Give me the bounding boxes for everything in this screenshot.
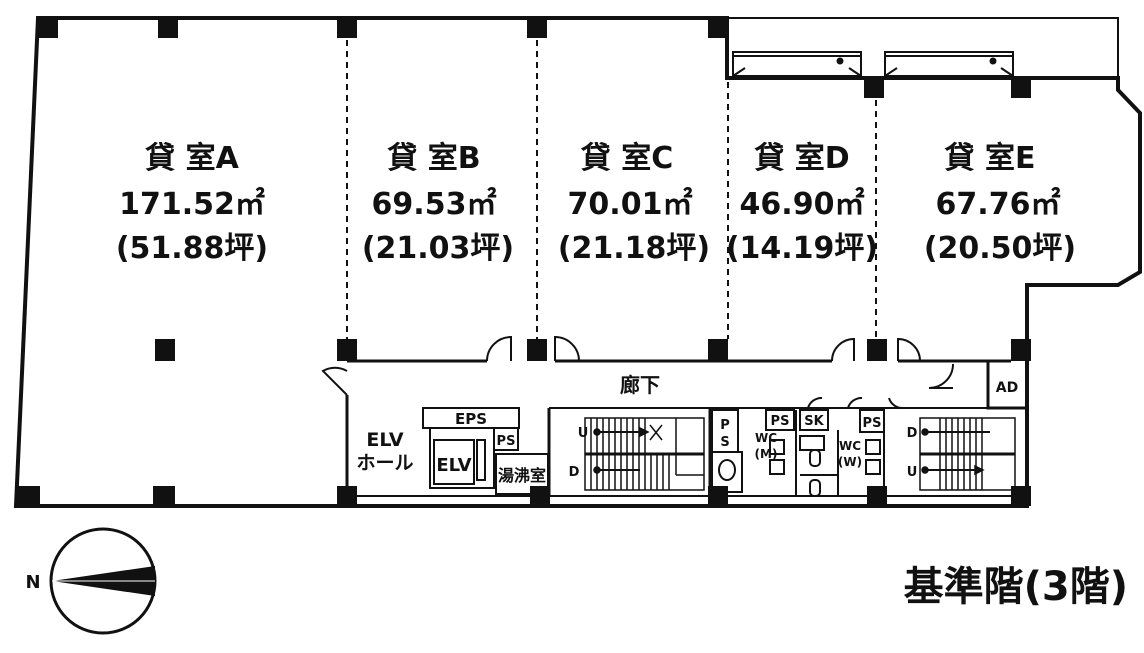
room-a-area: 171.52㎡ <box>119 187 265 222</box>
elv-hall-label-1: ELV <box>366 429 403 451</box>
stair-left-down: D <box>569 465 580 480</box>
eps-label: EPS <box>455 410 487 428</box>
room-b-tsubo: (21.03坪) <box>362 231 514 266</box>
floor-title: 基準階(3階) <box>904 564 1128 610</box>
room-e-area: 67.76㎡ <box>936 187 1061 222</box>
stair-right-down: D <box>907 426 918 441</box>
corridor-walls <box>14 17 1027 507</box>
stair-left <box>584 417 705 491</box>
sk-label: SK <box>804 414 824 429</box>
restroom-block <box>711 409 885 497</box>
room-d-tsubo: (14.19坪) <box>726 231 878 266</box>
wc-m-sub: (M) <box>755 447 778 461</box>
wc-w-label: WC <box>839 439 861 453</box>
room-b-area: 69.53㎡ <box>372 187 497 222</box>
room-d-label: 貸 室D 46.90㎡ (14.19坪) <box>726 141 878 266</box>
elv-hall-label-2: ホール <box>356 452 413 474</box>
room-b-label: 貸 室B 69.53㎡ (21.03坪) <box>362 141 514 266</box>
corridor-label: 廊下 <box>620 373 660 397</box>
elv-label: ELV <box>436 455 471 476</box>
elevator-core <box>422 407 549 495</box>
compass-north-label: N <box>25 572 40 593</box>
room-c-tsubo: (21.18坪) <box>558 231 710 266</box>
ps-label-wc: PS <box>771 414 790 429</box>
ps-label-right: PS <box>863 416 882 431</box>
structural-columns <box>18 18 1031 506</box>
room-a-name: 貸 室A <box>145 141 239 176</box>
room-a-tsubo: (51.88坪) <box>116 231 268 266</box>
room-partitions <box>346 40 877 339</box>
wc-w-sub: (W) <box>838 455 862 469</box>
compass <box>49 527 157 635</box>
kitchen-label: 湯沸室 <box>498 466 546 485</box>
stair-treads-left <box>590 418 670 490</box>
stair-treads-right <box>939 418 983 490</box>
room-c-name: 貸 室C <box>581 141 673 176</box>
room-b-name: 貸 室B <box>387 141 480 176</box>
room-e-tsubo: (20.50坪) <box>924 231 1076 266</box>
room-a-label: 貸 室A 171.52㎡ (51.88坪) <box>116 141 268 266</box>
room-d-name: 貸 室D <box>754 141 849 176</box>
room-c-label: 貸 室C 70.01㎡ (21.18坪) <box>558 141 710 266</box>
room-d-area: 46.90㎡ <box>740 187 865 222</box>
stair-left-up: U <box>578 426 589 441</box>
stair-right-up: U <box>907 465 918 480</box>
room-e-name: 貸 室E <box>945 141 1036 176</box>
stair-right <box>919 417 1016 491</box>
ad-label: AD <box>996 380 1018 396</box>
outer-walls <box>13 16 1142 508</box>
doors <box>321 335 954 409</box>
wc-m-label: WC <box>755 431 777 445</box>
ps-vertical-s: S <box>720 435 729 450</box>
ps-vertical-p: P <box>720 418 730 433</box>
room-e-label: 貸 室E 67.76㎡ (20.50坪) <box>924 141 1076 266</box>
room-c-area: 70.01㎡ <box>568 187 693 222</box>
balcony-planters <box>732 51 1014 77</box>
ps-label-elv: PS <box>497 434 516 449</box>
